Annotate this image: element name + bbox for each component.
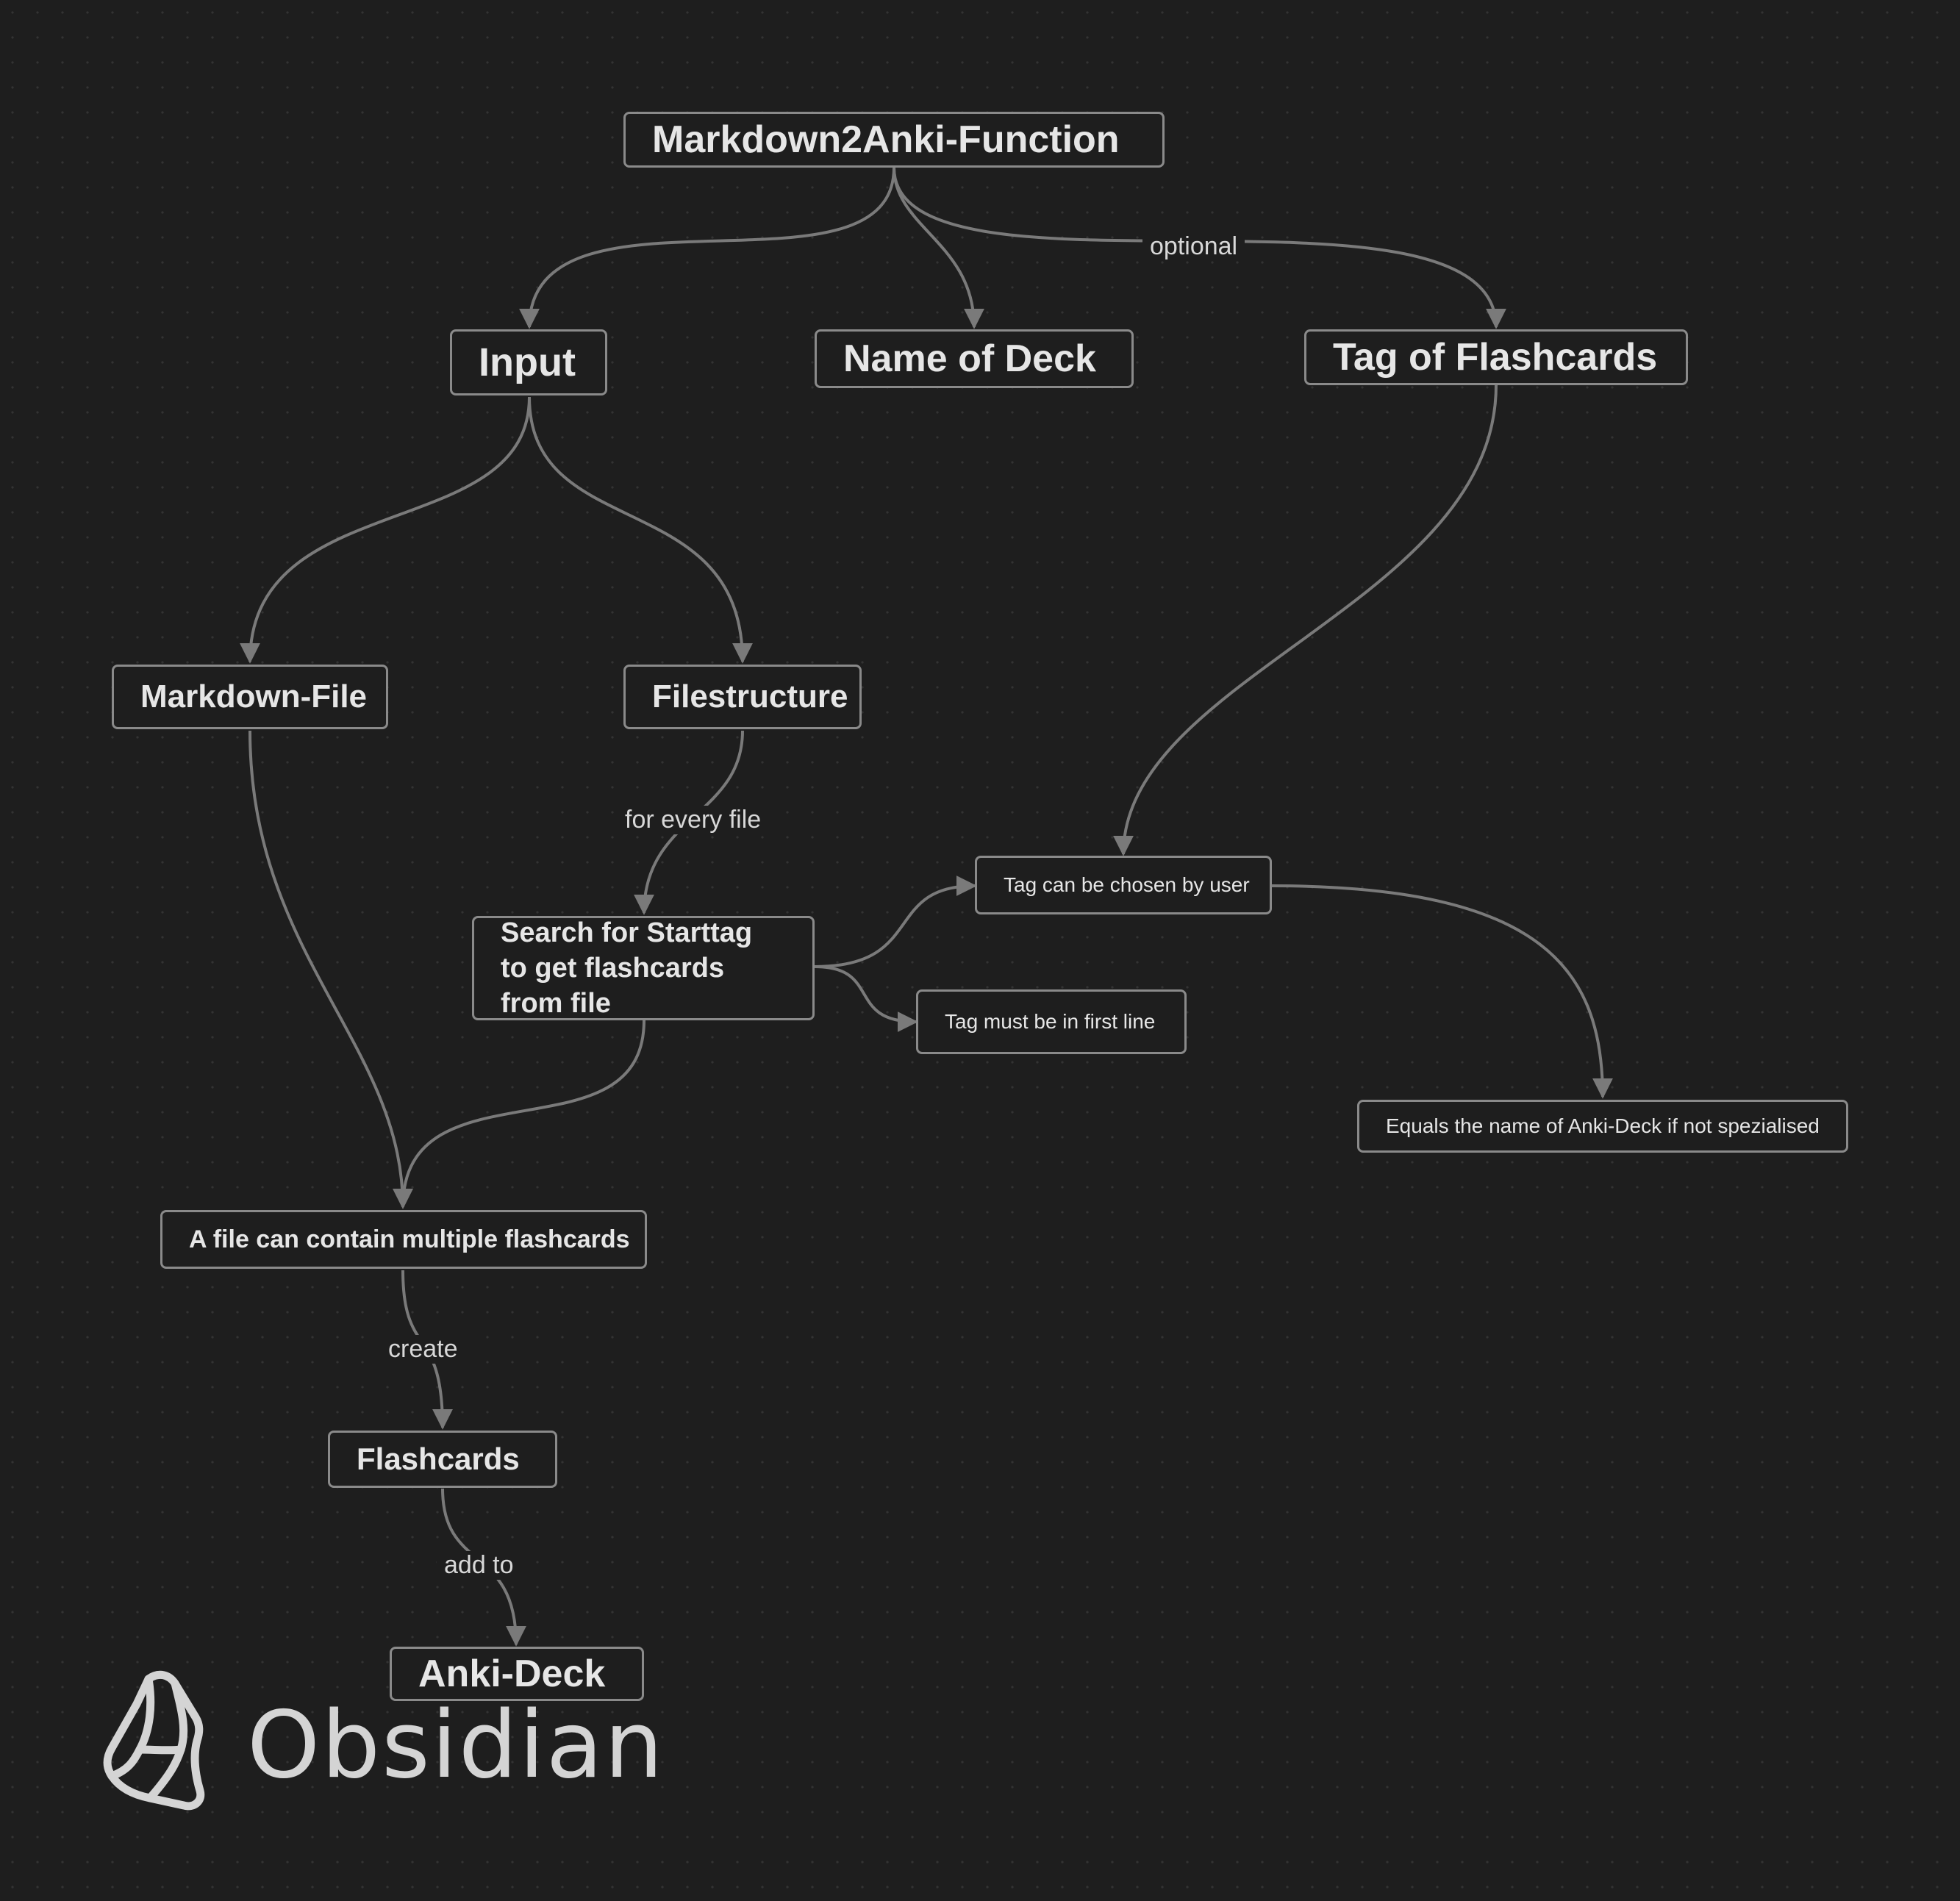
edge-root-input [519, 167, 895, 329]
node-file-multiple-flashcards[interactable]: A file can contain multiple flashcards [160, 1210, 647, 1269]
node-label: Flashcards [357, 1442, 520, 1476]
node-filestructure[interactable]: Filestructure [623, 665, 862, 729]
node-label: Markdown2Anki-Function [652, 118, 1120, 161]
edge-tag-tag-chosen [1113, 384, 1498, 856]
node-name-of-deck[interactable]: Name of Deck [815, 329, 1134, 388]
node-label: Equals the name of Anki-Deck if not spez… [1386, 1114, 1820, 1137]
node-label: Tag must be in first line [945, 1010, 1156, 1033]
obsidian-logo-icon [103, 1670, 205, 1811]
node-markdown2anki-function[interactable]: Markdown2Anki-Function [623, 112, 1165, 168]
node-label: A file can contain multiple flashcards [189, 1225, 630, 1253]
edge-label-add-to: add to [437, 1551, 521, 1580]
edge-root-deck-name [893, 167, 984, 329]
node-markdown-file[interactable]: Markdown-File [112, 665, 388, 729]
node-label: Filestructure [652, 679, 848, 715]
node-label: Name of Deck [843, 337, 1096, 380]
node-anki-deck[interactable]: Anki-Deck [390, 1647, 644, 1701]
edge-label-for-every-file: for every file [618, 806, 769, 834]
node-label: Input [479, 340, 576, 384]
node-search-for-starttag[interactable]: Search for Starttag to get flashcards fr… [472, 916, 815, 1020]
node-label: Search for Starttag to get flashcards fr… [501, 917, 753, 1019]
edge-input-filestructure [528, 396, 753, 664]
edge-label-create: create [381, 1335, 465, 1364]
obsidian-brand-name: Obsidian [247, 1691, 665, 1799]
edge-input-markdown-file [240, 396, 531, 664]
edge-tag-chosen-equals-deck [1271, 884, 1613, 1099]
edge-search-multiple [393, 1020, 645, 1209]
node-label: Anki-Deck [418, 1653, 606, 1695]
edge-label-optional: optional [1142, 232, 1245, 261]
node-label: Markdown-File [140, 679, 368, 715]
node-flashcards[interactable]: Flashcards [328, 1431, 557, 1488]
edge-search-tag-chosen [814, 876, 977, 968]
node-label: Tag can be chosen by user [1004, 873, 1250, 896]
node-tag-can-be-chosen-by-user[interactable]: Tag can be chosen by user [975, 856, 1272, 914]
node-equals-name-of-anki-deck[interactable]: Equals the name of Anki-Deck if not spez… [1357, 1100, 1848, 1153]
edge-search-tag-first-line [814, 965, 918, 1032]
node-input[interactable]: Input [450, 329, 607, 395]
node-tag-of-flashcards[interactable]: Tag of Flashcards [1304, 329, 1688, 385]
node-tag-must-be-in-first-line[interactable]: Tag must be in first line [916, 989, 1187, 1054]
node-label: Tag of Flashcards [1333, 336, 1658, 379]
edge-markdown-file-multiple [248, 730, 413, 1209]
